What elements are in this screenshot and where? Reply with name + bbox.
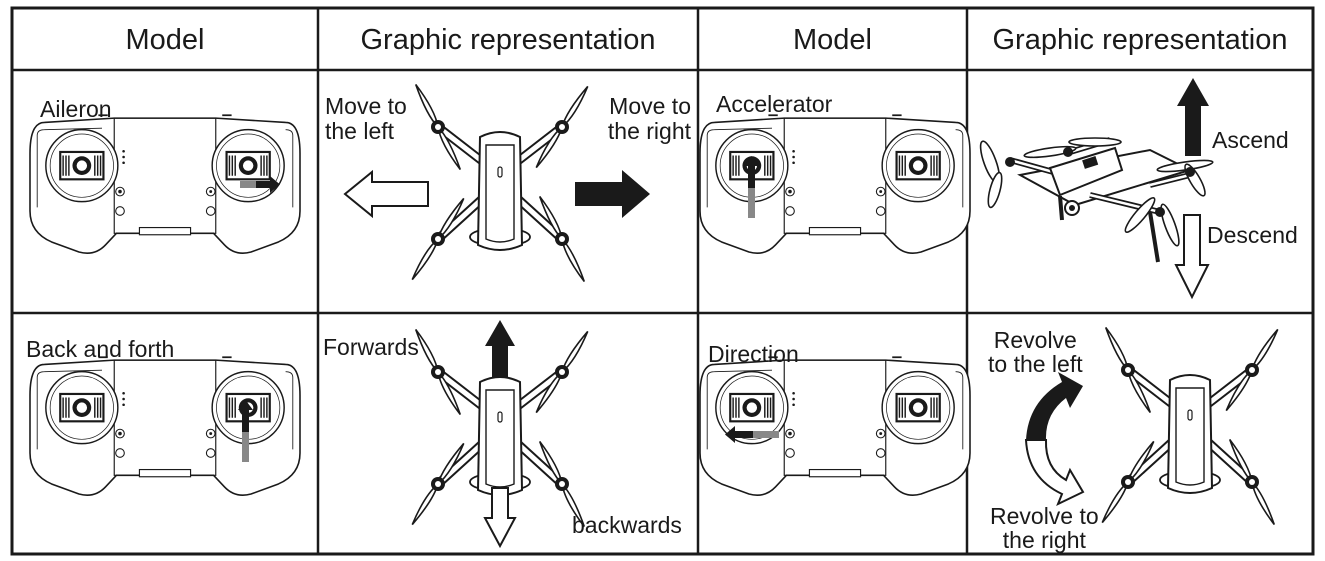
header-graphic-1: Graphic representation (360, 24, 656, 56)
mode-label-accelerator: Accelerator (716, 91, 833, 117)
label-descend: Descend (1207, 222, 1298, 248)
mode-label-aileron: Aileron (40, 96, 112, 122)
drone-side-view (979, 137, 1214, 263)
label-move-right-text: Move to the right (607, 93, 691, 144)
label-revolve-right: Revolve to the right (990, 504, 1099, 552)
arrow-forwards (485, 320, 515, 378)
stick-arrow-direction (725, 426, 779, 443)
mode-label-back-and-forth: Back and forth (26, 336, 175, 362)
controller-back-and-forth (28, 356, 302, 497)
stick-arrow-aileron (240, 176, 280, 193)
mode-label-direction: Direction (708, 341, 799, 367)
label-revolve-left-text: Revolve to the left (988, 327, 1083, 377)
table-grid (10, 6, 1315, 556)
label-revolve-right-text: Revolve to the right (990, 503, 1099, 553)
controller-direction (698, 356, 972, 497)
header-model-1: Model (125, 24, 205, 56)
arrow-move-left (343, 169, 429, 219)
arrow-revolve-left (1026, 372, 1083, 440)
label-move-left-text: Move to the left (325, 93, 407, 144)
stick-arrow-accelerator (744, 156, 759, 218)
label-revolve-left: Revolve to the left (988, 328, 1083, 376)
arrow-descend (1174, 214, 1210, 300)
controller-accelerator (698, 114, 972, 255)
header-model-2: Model (793, 24, 872, 56)
arrow-move-right (575, 170, 650, 218)
arrow-ascend (1177, 78, 1209, 156)
arrow-revolve-right (1024, 439, 1085, 507)
label-move-right: Move to the right (560, 94, 691, 144)
label-move-left: Move to the left (325, 94, 407, 144)
arrow-backwards (483, 487, 517, 549)
drone-direction (1101, 327, 1279, 526)
label-ascend: Ascend (1212, 127, 1289, 153)
label-backwards: backwards (572, 512, 682, 538)
stick-arrow-back-and-forth (238, 400, 253, 462)
header-graphic-2: Graphic representation (992, 24, 1288, 56)
label-forwards: Forwards (323, 334, 419, 360)
